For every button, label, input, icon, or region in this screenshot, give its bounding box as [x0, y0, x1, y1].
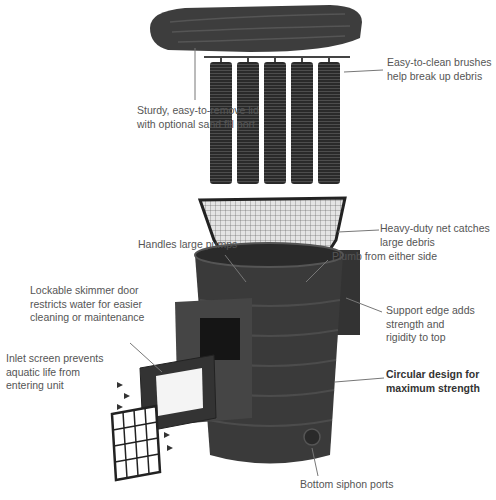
skimmer-body-part [195, 255, 343, 464]
inlet-screen-part [113, 408, 159, 478]
leader-lines-part [130, 343, 162, 372]
leader-lines-part [335, 378, 384, 382]
callout-text: Support edge adds strength and rigidity … [386, 304, 476, 345]
callout-text: Easy-to-clean brushes help break up debr… [387, 56, 492, 83]
callout-text: Heavy-duty net catches large debris [380, 222, 492, 249]
inlet-screen [112, 406, 160, 480]
callout-text: Inlet screen prevents aquatic life from … [6, 352, 108, 393]
flow-chevrons-part [117, 404, 123, 410]
callout-text: Bottom siphon ports [300, 478, 425, 492]
skimmer-door-part [156, 368, 203, 416]
leader-lines-part [338, 230, 379, 232]
flow-chevrons-part [164, 432, 170, 438]
brushes-part [318, 62, 340, 184]
skimmer-body-part [304, 429, 320, 445]
leader-lines-part [346, 298, 382, 312]
skimmer-body [175, 243, 360, 464]
flow-chevrons-part [117, 382, 123, 388]
lid-part [170, 14, 350, 42]
lid [150, 5, 362, 52]
skimmer-body-part [200, 318, 240, 360]
brushes-part [221, 57, 329, 62]
callout-text: Handles large pumps [138, 238, 256, 252]
brushes-part [264, 62, 286, 184]
inlet-screen-part [112, 406, 160, 480]
callout-text: Sturdy, easy-to-remove lid with optional… [137, 104, 265, 131]
flow-chevrons [117, 382, 173, 451]
leader-lines-part [225, 255, 246, 282]
lid-part [150, 5, 362, 52]
flow-chevrons-part [124, 393, 130, 399]
leader-lines-part [306, 260, 328, 282]
callout-text: Plumb from either side [332, 250, 457, 264]
leader-lines-part [344, 70, 383, 72]
leader-lines-part [312, 448, 318, 476]
callout-text: Lockable skimmer door restricts water fo… [30, 284, 152, 325]
leader-lines-part [195, 48, 196, 100]
brushes-part [291, 62, 313, 184]
callout-text: Circular design for maximum strength [386, 368, 492, 395]
flow-chevrons-part [167, 445, 173, 451]
